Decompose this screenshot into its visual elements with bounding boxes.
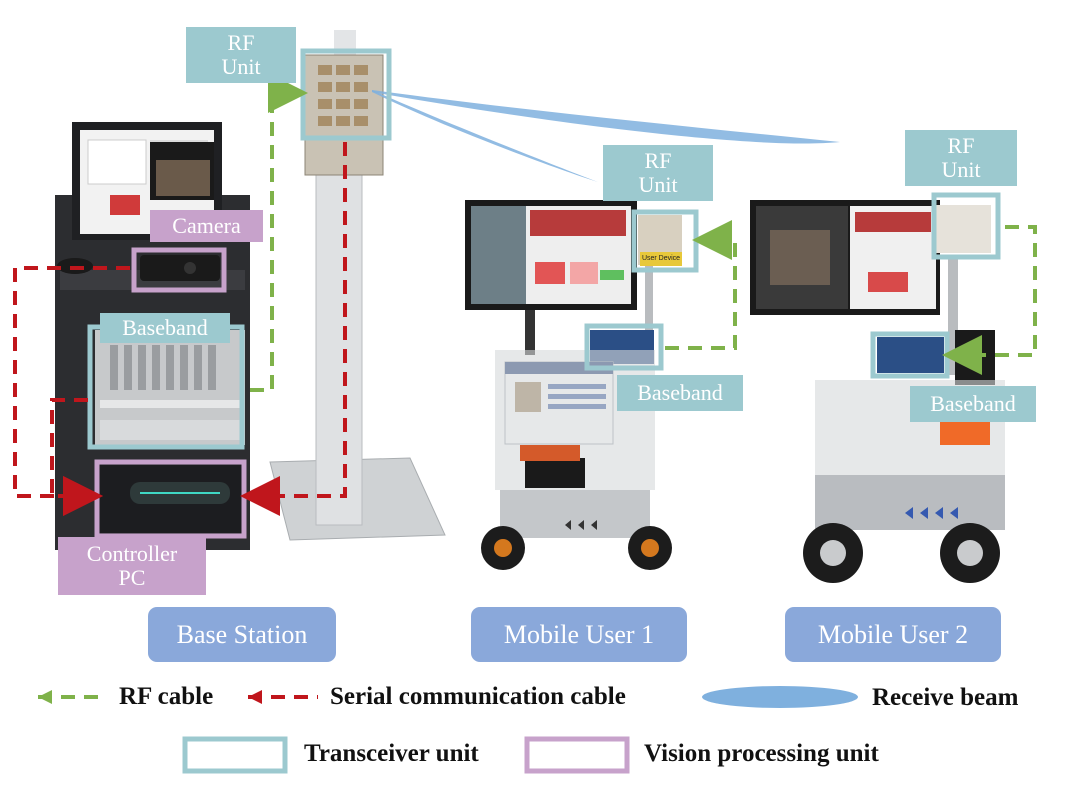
legend-vision-unit: Vision processing unit: [644, 740, 879, 767]
rf-cables: [250, 73, 1037, 392]
camera-text: Camera: [172, 213, 241, 238]
legend-serial-cable: Serial communication cable: [330, 683, 626, 710]
controller-pc-line2: PC: [118, 565, 146, 590]
serial-cables: [13, 142, 347, 516]
baseband-user1-label: Baseband: [617, 375, 743, 411]
legend-rf-cable: RF cable: [119, 683, 214, 710]
rf-unit-user1-line1: RF: [644, 148, 672, 173]
baseband-user2-text: Baseband: [930, 391, 1016, 416]
mobile-user-1-equipment: [465, 200, 682, 570]
user-device-tag: User Device: [641, 255, 681, 262]
legend-symbols: [38, 686, 858, 774]
controller-pc-line1: Controller: [86, 541, 178, 566]
baseband-base-label: Baseband: [100, 313, 230, 343]
camera-label: Camera: [150, 210, 263, 242]
base-station-label: Base Station: [148, 607, 336, 662]
rf-unit-user1-label: RF Unit: [603, 145, 713, 201]
controller-pc-label: Controller PC: [58, 537, 206, 595]
mobile-user-2-label: Mobile User 2: [785, 607, 1001, 662]
rf-unit-base-line1: RF: [227, 30, 255, 55]
receive-beams: [372, 90, 840, 182]
legend-transceiver-unit: Transceiver unit: [304, 740, 479, 767]
rf-unit-user2-label: RF Unit: [905, 130, 1017, 186]
rf-unit-user1-line2: Unit: [638, 172, 678, 197]
baseband-base-text: Baseband: [122, 315, 208, 340]
rf-unit-user2-line2: Unit: [941, 157, 981, 182]
baseband-user2-label: Baseband: [910, 386, 1036, 422]
rf-unit-base-line2: Unit: [221, 54, 261, 79]
mobile-user-1-label: Mobile User 1: [471, 607, 687, 662]
rf-unit-base-label: RF Unit: [186, 27, 296, 83]
rf-unit-user2-line1: RF: [947, 133, 975, 158]
baseband-user1-text: Baseband: [637, 380, 723, 405]
legend-receive-beam: Receive beam: [872, 684, 1019, 711]
